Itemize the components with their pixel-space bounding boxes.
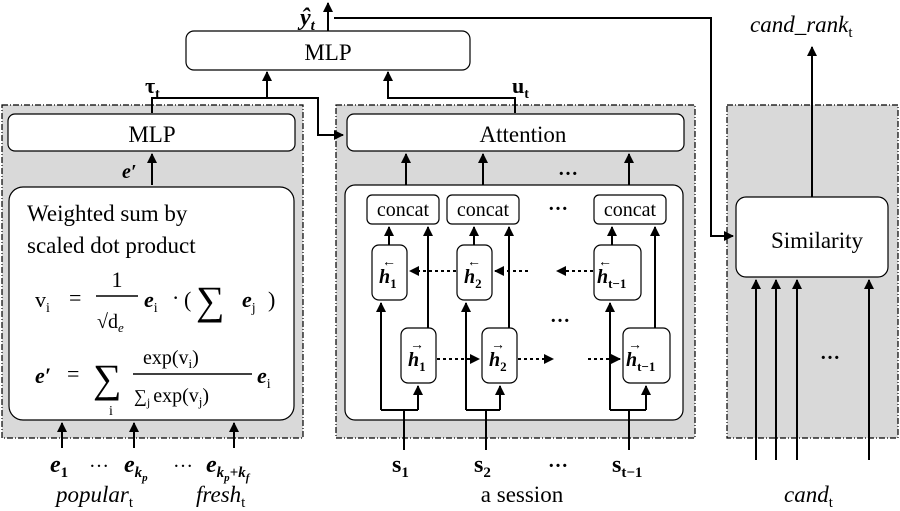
- svg-text:ekp+kf: ekp+kf: [206, 452, 251, 484]
- weighted-sum-line1: Weighted sum by: [27, 201, 188, 226]
- attention-label: Attention: [480, 122, 567, 147]
- h-fwd-box-2: [481, 327, 518, 384]
- svg-text:exp(vi): exp(vi): [143, 347, 199, 371]
- concat-label-2: concat: [457, 199, 510, 221]
- h-back-box-3: [593, 244, 642, 301]
- svg-text:vi: vi: [35, 287, 50, 316]
- session-labels: s1 s2 st−1: [392, 452, 642, 481]
- rnn-middle-dots: …: [550, 305, 570, 327]
- svg-text:e′: e′: [35, 363, 51, 388]
- svg-text:→: →: [628, 338, 642, 353]
- svg-text:ekp: ekp: [124, 452, 148, 484]
- session-input-1: [376, 302, 423, 450]
- svg-text:st−1: st−1: [612, 452, 642, 481]
- svg-text:e1: e1: [50, 452, 68, 481]
- session-input-2: [461, 302, 505, 450]
- cand-rank-label: cand_rankt: [750, 12, 853, 41]
- concat-label-1: concat: [377, 199, 430, 221]
- svg-text:h2: h2: [489, 349, 507, 374]
- left-mlp-label: MLP: [128, 122, 175, 147]
- concat-box-1: [366, 194, 440, 225]
- attention-dots: …: [558, 158, 578, 180]
- svg-text:h1: h1: [379, 266, 397, 291]
- svg-text:s1: s1: [392, 452, 409, 481]
- svg-text:=: =: [69, 285, 81, 310]
- equation-1: vi = 1 √de ei · ( ∑ ej ): [35, 267, 275, 335]
- svg-text:(: (: [184, 287, 191, 312]
- svg-text:h1: h1: [408, 349, 426, 374]
- svg-text:…: …: [173, 450, 193, 472]
- u-connector: [383, 71, 516, 113]
- svg-text:ht−1: ht−1: [626, 349, 655, 374]
- session-label: a session: [481, 482, 564, 507]
- cand-dots: …: [820, 342, 840, 364]
- svg-text:=: =: [67, 361, 79, 386]
- tau-connector: [151, 97, 344, 140]
- svg-text:←: ←: [598, 255, 612, 270]
- svg-text:ei: ei: [257, 363, 271, 392]
- concat-box-3: [593, 194, 667, 225]
- svg-text:h2: h2: [464, 266, 482, 291]
- similarity-label: Similarity: [771, 228, 864, 253]
- fresh-label: fresht: [196, 482, 246, 511]
- svg-text:←: ←: [467, 255, 481, 270]
- left-mlp-box: [7, 113, 296, 152]
- svg-text:…: …: [89, 450, 109, 472]
- session-input-3: [605, 302, 651, 450]
- svg-text:∑: ∑: [93, 356, 122, 401]
- svg-text:ei: ei: [144, 287, 158, 316]
- tau-label: τt: [145, 73, 160, 102]
- concat-dots: …: [548, 193, 568, 215]
- svg-text:·: ·: [172, 285, 179, 310]
- weighted-sum-line2: scaled dot product: [27, 233, 196, 258]
- svg-text:√de: √de: [97, 311, 124, 335]
- u-label: ut: [512, 73, 529, 102]
- svg-text:ej: ej: [242, 287, 256, 316]
- svg-text:←: ←: [382, 255, 396, 270]
- attention-box: [346, 113, 685, 152]
- weighted-sum-box: [8, 186, 295, 421]
- svg-text:→: →: [410, 338, 424, 353]
- concat-box-2: [446, 194, 520, 225]
- svg-text:1: 1: [112, 267, 123, 292]
- left-input-labels: e1 … ekp … ekp+kf: [50, 450, 251, 484]
- top-mlp-label: MLP: [304, 40, 351, 65]
- y-to-similarity-connector: [334, 17, 734, 241]
- h-fwd-box-3: [622, 327, 671, 384]
- svg-text:): ): [268, 287, 275, 312]
- h-fwd-labels: h1 → h2 → ht−1 →: [408, 338, 655, 374]
- svg-text:ht−1: ht−1: [597, 266, 626, 291]
- concat-label-3: concat: [604, 199, 657, 221]
- h-fwd-box-1: [400, 327, 437, 384]
- popular-label: populart: [54, 482, 134, 511]
- cand-label: candt: [784, 482, 834, 511]
- e-prime-label: e′: [122, 161, 137, 183]
- h-back-labels: h1 ← h2 ← ht−1 ←: [379, 255, 626, 291]
- session-dots: …: [548, 450, 568, 472]
- svg-text:i: i: [109, 404, 113, 419]
- y-hat-label: ŷt: [297, 5, 316, 34]
- svg-text:s2: s2: [474, 452, 491, 481]
- svg-text:∑: ∑: [196, 278, 225, 323]
- svg-text:→: →: [491, 338, 505, 353]
